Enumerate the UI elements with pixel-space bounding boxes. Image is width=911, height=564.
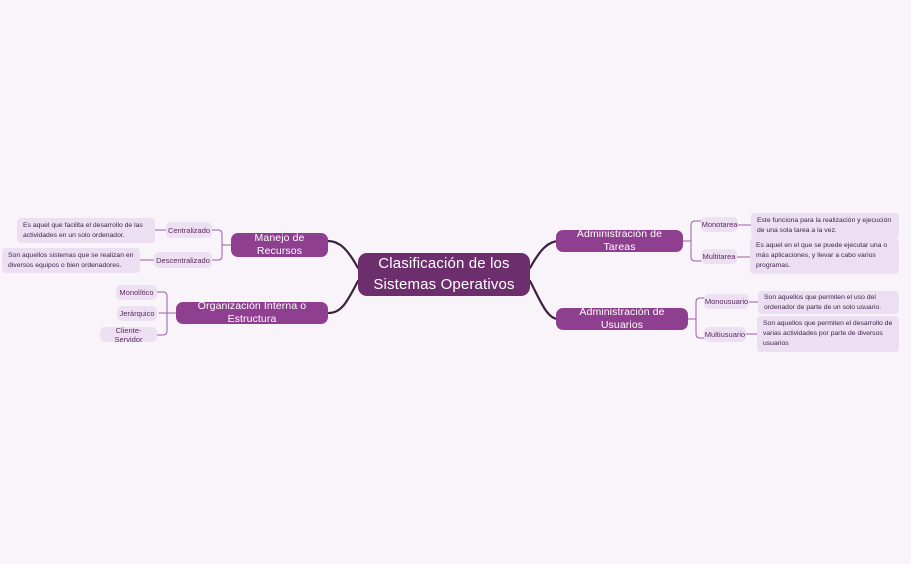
description-descentralizado: Son aquellos sistemas que se realizan en… [2, 248, 140, 273]
description-multitarea: Es aquel en el que se puede ejecutar una… [750, 238, 899, 274]
leaf-node-label: Monousuario [704, 297, 749, 306]
leaf-node-label: Monotarea [701, 220, 738, 229]
branch-node-label: Administración de Usuarios [579, 305, 665, 331]
trunk-center-to-manejo-de-recursos [326, 239, 360, 270]
trunk-center-to-administracion-de-tareas [528, 239, 561, 270]
bracket-organizacion-interna [156, 291, 177, 336]
leaf-node-label: Jerárquico [119, 309, 155, 318]
branch-node-label: Manejo de Recursos [254, 231, 305, 257]
bracket-administracion-de-tareas [682, 220, 702, 262]
leaf-node-label: Multitarea [702, 252, 736, 261]
leaf-node-monotarea[interactable]: Monotarea [701, 217, 738, 232]
leaf-node-multiusuario[interactable]: Multiusuario [704, 327, 746, 342]
leaf-node-jerarquico[interactable]: Jerárquico [117, 306, 157, 321]
bracket-manejo-de-recursos [211, 229, 232, 261]
description-text: Este funciona para la realización y ejec… [757, 216, 892, 234]
branch-node-manejo-de-recursos[interactable]: Manejo de Recursos [231, 231, 328, 257]
leaf-node-label: Descentralizado [156, 255, 210, 265]
bracket-administracion-de-usuarios [687, 297, 705, 339]
description-monousuario: Son aquellos que permiten el uso del ord… [758, 291, 899, 314]
trunk-center-to-organizacion-interna [327, 279, 360, 315]
leaf-node-multitarea[interactable]: Multitarea [701, 249, 737, 264]
branch-node-administracion-de-usuarios[interactable]: Administración de Usuarios [556, 305, 688, 331]
leaf-node-cliente-servidor[interactable]: Cliente-Servidor [100, 325, 157, 344]
description-multiusuario: Son aquellos que permiten el desarrollo … [757, 316, 899, 352]
leaf-node-descentralizado[interactable]: Descentralizado [154, 252, 212, 268]
leaf-node-monousuario[interactable]: Monousuario [704, 294, 749, 309]
description-text: Son aquellos sistemas que se realizan en… [8, 251, 134, 269]
leaf-node-label: Multiusuario [704, 330, 746, 339]
branch-node-organizacion-interna-o-estructura[interactable]: Organización Interna o Estructura [176, 299, 328, 325]
center-node-label: Clasificación de los Sistemas Operativos [373, 255, 515, 293]
description-monotarea: Este funciona para la realización y ejec… [751, 213, 899, 238]
leaf-node-centralizado[interactable]: Centralizado [166, 222, 212, 238]
description-text: Es aquel que facilita el desarrollo de l… [23, 221, 143, 239]
leaf-node-label: Centralizado [167, 225, 211, 235]
leaf-node-monolitico[interactable]: Monolítico [116, 285, 157, 300]
branch-node-label: Administración de Tareas [576, 227, 663, 253]
branch-node-administracion-de-tareas[interactable]: Administración de Tareas [556, 227, 683, 253]
trunk-center-to-administracion-de-usuarios [528, 279, 560, 321]
description-text: Son aquellos que permiten el uso del ord… [764, 293, 882, 311]
description-centralizado: Es aquel que facilita el desarrollo de l… [17, 218, 155, 243]
description-text: Son aquellos que permiten el desarrollo … [763, 320, 893, 347]
leaf-node-label: Cliente-Servidor [114, 325, 143, 344]
leaf-node-label: Monolítico [119, 288, 154, 297]
description-text: Es aquel en el que se puede ejecutar una… [756, 242, 888, 269]
center-node[interactable]: Clasificación de los Sistemas Operativos [358, 253, 530, 296]
branch-node-label: Organización Interna o Estructura [197, 299, 307, 325]
